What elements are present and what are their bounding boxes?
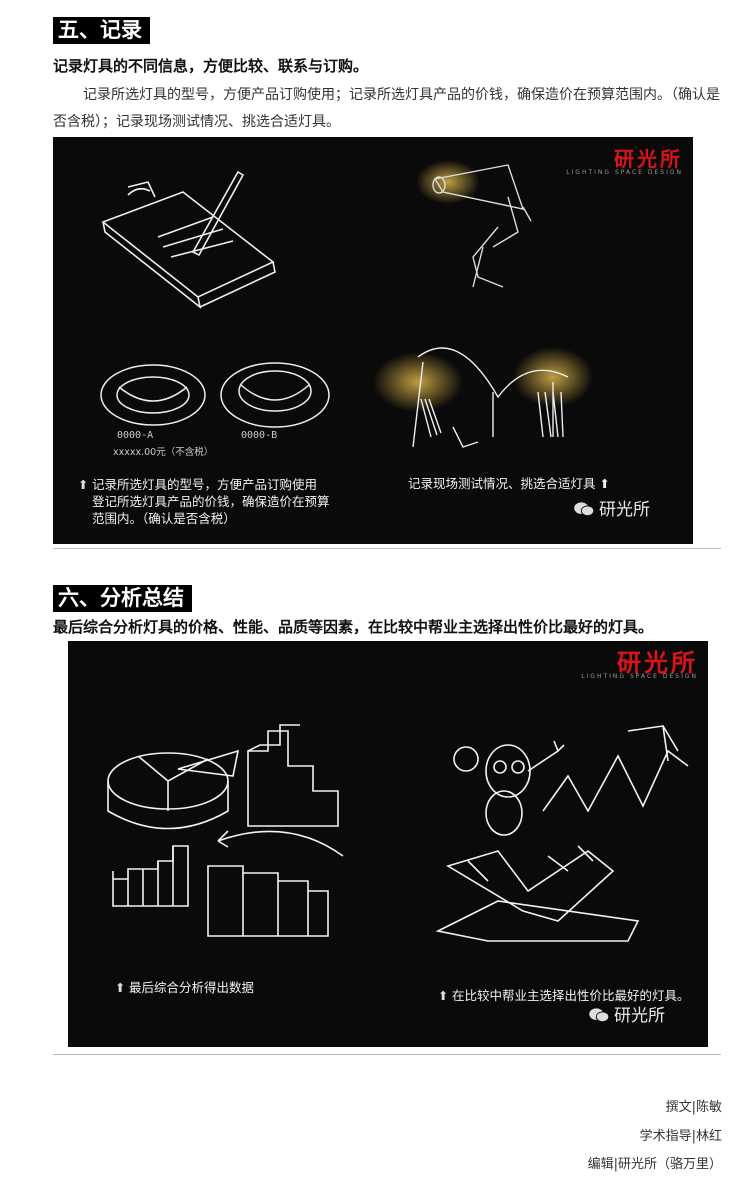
ring-sketch-icon — [100, 362, 330, 428]
fixture-test-sketch-icon — [412, 347, 569, 448]
credit-editor: 编辑|研光所（骆万里） — [587, 1157, 722, 1172]
up-arrow-icon: ⬆ — [599, 476, 610, 491]
analysis-sketch-drawing — [107, 724, 689, 942]
sketch-label-a: 0000-A — [117, 430, 154, 441]
wechat-watermark: 研光所 — [588, 1001, 665, 1026]
sketch-price: xxxxx.00元（不含税） — [113, 447, 214, 458]
pie-chart-sketch-icon — [107, 749, 240, 830]
section-subtitle-record: 记录灯具的不同信息，方便比较、联系与订购。 — [53, 57, 369, 75]
sketch-label-b: 0000-B — [241, 430, 278, 441]
caption-record-model-line3: 范围内。（确认是否含税） — [92, 511, 236, 526]
section-heading-record: 五、记录 — [53, 17, 150, 44]
brand-logo: 研光所 — [617, 648, 698, 677]
record-illustration-panel: 研光所 LIGHTING SPACE DESIGN 0000-A 0000-B … — [53, 137, 693, 544]
analysis-illustration-panel: 研光所 LIGHTING SPACE DESIGN ⬆最后综合分析得出数据 ⬆在… — [68, 641, 708, 1047]
trend-arrow-sketch-icon — [542, 725, 689, 813]
section-heading-analysis: 六、分析总结 — [53, 585, 192, 612]
bar-chart-sketch-icon — [112, 830, 344, 937]
stairs-chart-sketch-icon — [247, 724, 339, 827]
analyst-character-sketch-icon — [453, 740, 565, 836]
caption-record-model: ⬆记录所选灯具的型号，方便产品订购使用 登记所选灯具产品的价钱，确保造价在预算 … — [78, 476, 330, 527]
record-sketch-drawing — [100, 160, 593, 448]
brand-logo: 研光所 — [614, 147, 683, 171]
wechat-icon — [589, 1008, 610, 1023]
section-subtitle-analysis: 最后综合分析灯具的价格、性能、品质等因素，在比较中帮业主选择出性价比最好的灯具。 — [53, 618, 654, 636]
caption-record-model-line1: 记录所选灯具的型号，方便产品订购使用 — [92, 477, 318, 492]
section-divider — [53, 1054, 721, 1055]
credit-author: 撰文|陈敏 — [665, 1100, 722, 1115]
up-arrow-icon: ⬆ — [78, 477, 89, 492]
caption-field-test: 记录现场测试情况、挑选合适灯具 ⬆ — [408, 476, 610, 491]
brand-logo-subtitle: LIGHTING SPACE DESIGN — [566, 169, 683, 176]
checkmark-comparison-sketch-icon — [435, 845, 640, 942]
wechat-watermark: 研光所 — [573, 495, 650, 520]
section-divider — [53, 548, 721, 549]
caption-analysis-data: ⬆最后综合分析得出数据 — [115, 980, 255, 995]
clipboard-sketch-icon — [101, 170, 276, 309]
up-arrow-icon: ⬆ — [115, 980, 126, 995]
credit-advisor: 学术指导|林红 — [639, 1129, 722, 1144]
spotlight-sketch-icon — [432, 164, 532, 288]
wechat-icon — [574, 502, 595, 517]
section-paragraph-record: 记录所选灯具的型号，方便产品订购使用；记录所选灯具产品的价钱，确保造价在预算范围… — [53, 87, 720, 130]
caption-record-model-line2: 登记所选灯具产品的价钱，确保造价在预算 — [92, 494, 330, 509]
up-arrow-icon: ⬆ — [438, 988, 449, 1003]
brand-logo-subtitle: LIGHTING SPACE DESIGN — [581, 673, 698, 680]
caption-best-choice: ⬆在比较中帮业主选择出性价比最好的灯具。 — [438, 988, 690, 1003]
